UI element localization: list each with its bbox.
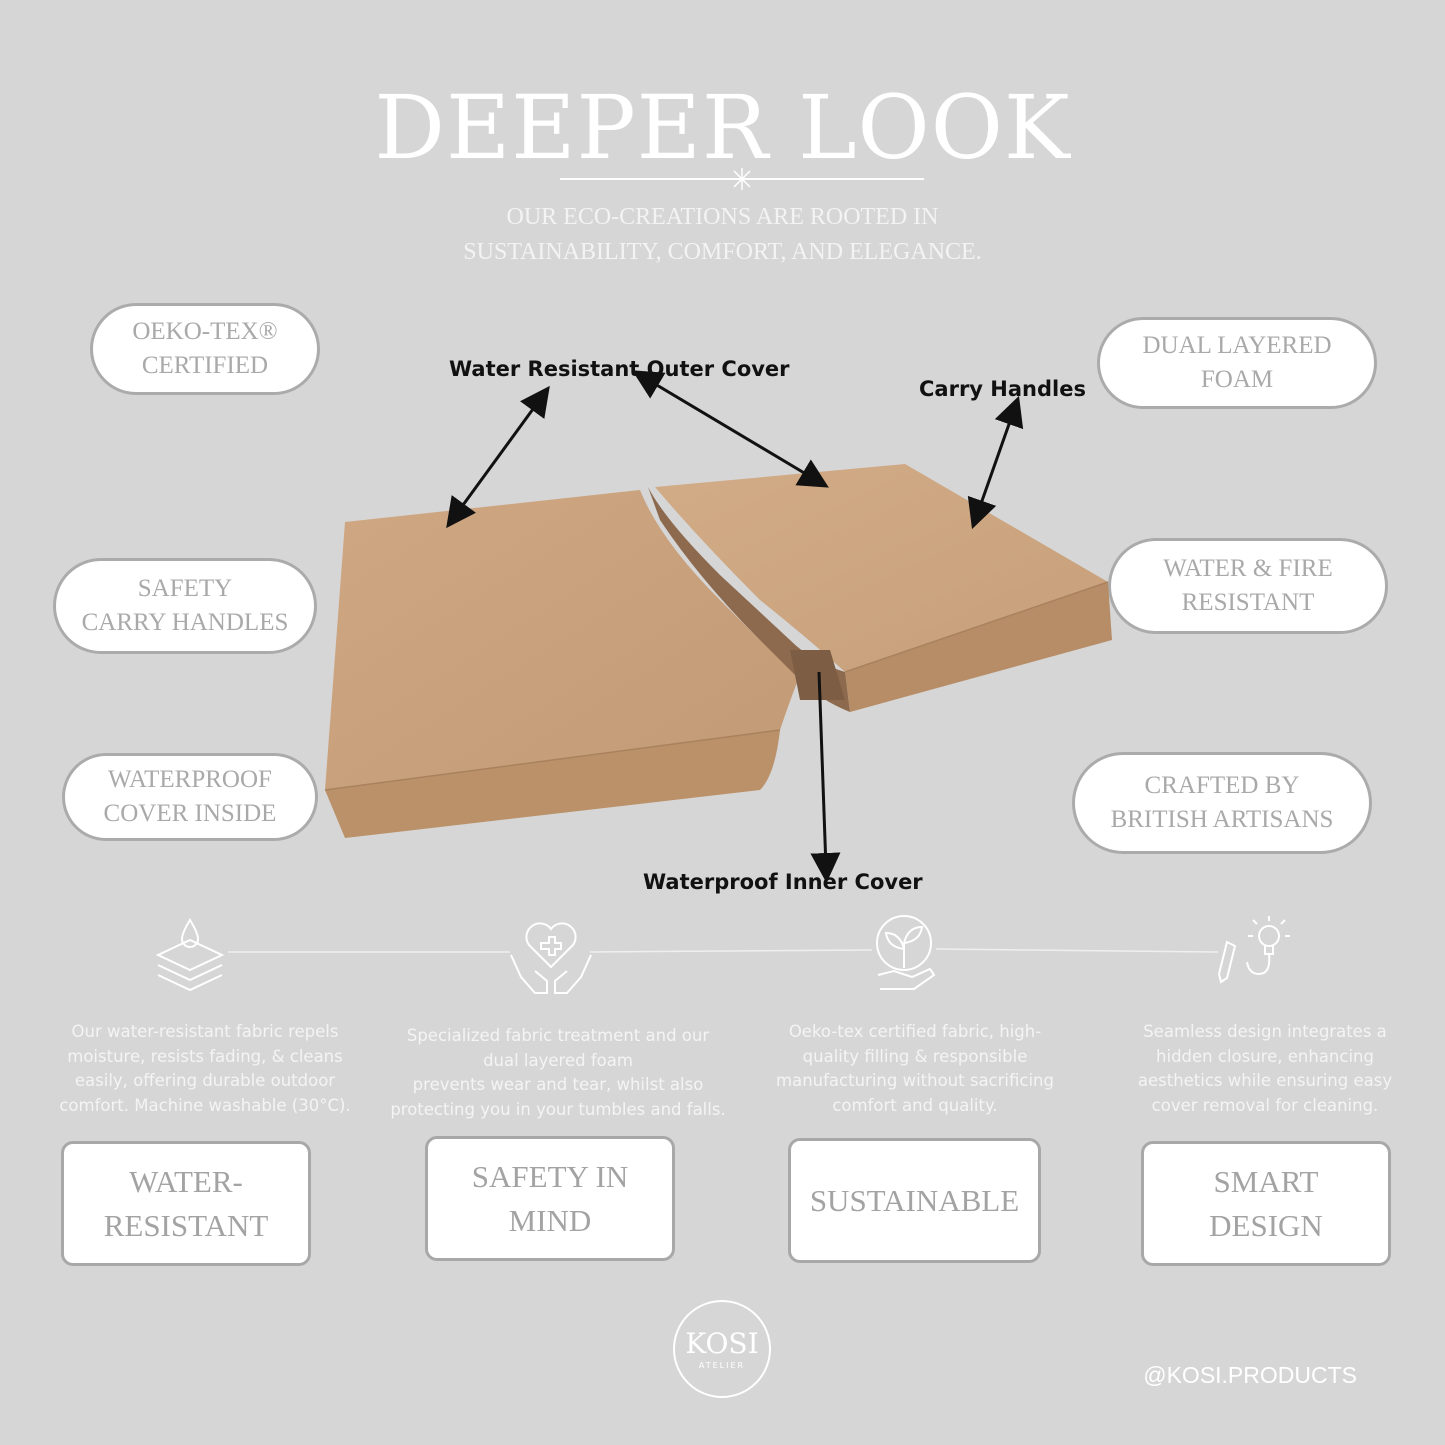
- benefit-card-water-resistant: WATER- RESISTANT: [61, 1141, 311, 1266]
- description-line: Seamless design integrates a: [1143, 1022, 1387, 1041]
- feature-pill-water-fire: WATER & FIRE RESISTANT: [1108, 538, 1388, 634]
- feature-line: CERTIFIED: [141, 352, 269, 379]
- description-line: Specialized fabric treatment and our: [406, 1026, 710, 1045]
- feature-line: SAFETY: [137, 575, 233, 602]
- benefit-card-sustainable: SUSTAINABLE: [788, 1138, 1041, 1263]
- description-line: comfort and quality.: [832, 1095, 998, 1115]
- benefit-description-water: Our water-resistant fabric repels moistu…: [45, 1020, 365, 1118]
- description-line: cover removal for cleaning.: [1151, 1095, 1379, 1115]
- callout-carry-handles: Carry Handles: [919, 377, 1086, 401]
- feature-line: BRITISH ARTISANS: [1110, 806, 1334, 833]
- feature-pill-dual-foam: DUAL LAYERED FOAM: [1097, 317, 1377, 409]
- description-line: Our water-resistant fabric repels: [71, 1022, 339, 1041]
- feature-pill-british-artisans: CRAFTED BY BRITISH ARTISANS: [1072, 752, 1372, 854]
- card-title-line: SMART: [1213, 1163, 1319, 1199]
- description-line: moisture, resists fading, & cleans: [67, 1046, 343, 1066]
- benefit-description-sustainable: Oeko-tex certified fabric, high- quality…: [760, 1020, 1070, 1118]
- arrow-carry-handles: [967, 395, 1024, 530]
- description-line: easily, offering durable outdoor: [74, 1071, 336, 1090]
- description-line: dual layered foam: [483, 1050, 633, 1070]
- description-line: manufacturing without sacrificing: [776, 1071, 1054, 1090]
- description-line: aesthetics while ensuring easy: [1137, 1071, 1393, 1090]
- logo-name: KOSI: [685, 1327, 759, 1360]
- subtitle-line-2: SUSTAINABILITY, COMFORT, AND ELEGANCE.: [463, 239, 982, 265]
- card-title-line: DESIGN: [1209, 1207, 1323, 1243]
- feature-pill-safety-handles: SAFETY CARRY HANDLES: [53, 558, 317, 654]
- feature-line: COVER INSIDE: [103, 800, 277, 827]
- sparkle-icon: [731, 168, 753, 190]
- feature-line: FOAM: [1200, 366, 1274, 393]
- feature-line: CARRY HANDLES: [81, 609, 289, 636]
- benefit-card-safety: SAFETY IN MIND: [425, 1136, 675, 1261]
- callout-inner-cover: Waterproof Inner Cover: [643, 870, 923, 894]
- feature-pill-waterproof-cover: WATERPROOF COVER INSIDE: [62, 753, 318, 841]
- arrow-inner-cover: [810, 671, 841, 883]
- description-line: quality filling & responsible: [802, 1046, 1028, 1066]
- feature-line: CRAFTED BY: [1144, 772, 1300, 799]
- card-title-line: MIND: [508, 1202, 592, 1238]
- card-title-line: SAFETY IN: [471, 1158, 629, 1194]
- feature-line: WATERPROOF: [108, 766, 272, 793]
- feature-line: WATER & FIRE: [1163, 555, 1333, 582]
- card-title-line: WATER-: [129, 1163, 243, 1199]
- description-line: prevents wear and tear, whilst also: [412, 1075, 704, 1094]
- benefit-description-smart: Seamless design integrates a hidden clos…: [1120, 1020, 1410, 1118]
- heart-hands-icon: [510, 922, 592, 994]
- feature-line: DUAL LAYERED: [1142, 332, 1332, 359]
- lightbulb-pencil-icon: [1217, 916, 1290, 984]
- social-handle[interactable]: @KOSI.PRODUCTS: [1143, 1362, 1357, 1388]
- arrow-outer-cover-right: [632, 370, 829, 488]
- plant-hand-icon: [876, 915, 936, 990]
- feature-line: OEKO-TEX®: [132, 318, 278, 345]
- description-line: hidden closure, enhancing: [1156, 1046, 1374, 1066]
- description-line: Oeko-tex certified fabric, high-: [788, 1022, 1042, 1041]
- title-divider: [560, 168, 924, 190]
- feature-pill-oeko-tex: OEKO-TEX® CERTIFIED: [90, 303, 320, 395]
- description-line: protecting you in your tumbles and falls…: [390, 1099, 726, 1119]
- logo-sub: ATELIER: [698, 1361, 746, 1370]
- callout-outer-cover: Water Resistant Outer Cover: [449, 357, 790, 381]
- water-layers-icon: [155, 918, 225, 992]
- subtitle-line-1: OUR ECO-CREATIONS ARE ROOTED IN: [506, 204, 939, 230]
- subtitle: OUR ECO-CREATIONS ARE ROOTED IN SUSTAINA…: [0, 200, 1445, 270]
- feature-line: RESISTANT: [1181, 589, 1315, 616]
- benefit-card-smart-design: SMART DESIGN: [1141, 1141, 1391, 1266]
- brand-logo[interactable]: KOSI ATELIER: [673, 1300, 771, 1398]
- benefit-description-safety: Specialized fabric treatment and our dua…: [380, 1024, 736, 1122]
- card-title-line: RESISTANT: [103, 1207, 269, 1243]
- description-line: comfort. Machine washable (30°C).: [59, 1095, 351, 1115]
- card-title-line: SUSTAINABLE: [809, 1182, 1020, 1218]
- arrow-outer-cover-left: [446, 385, 550, 529]
- page-title: DEEPER LOOK: [374, 76, 1071, 179]
